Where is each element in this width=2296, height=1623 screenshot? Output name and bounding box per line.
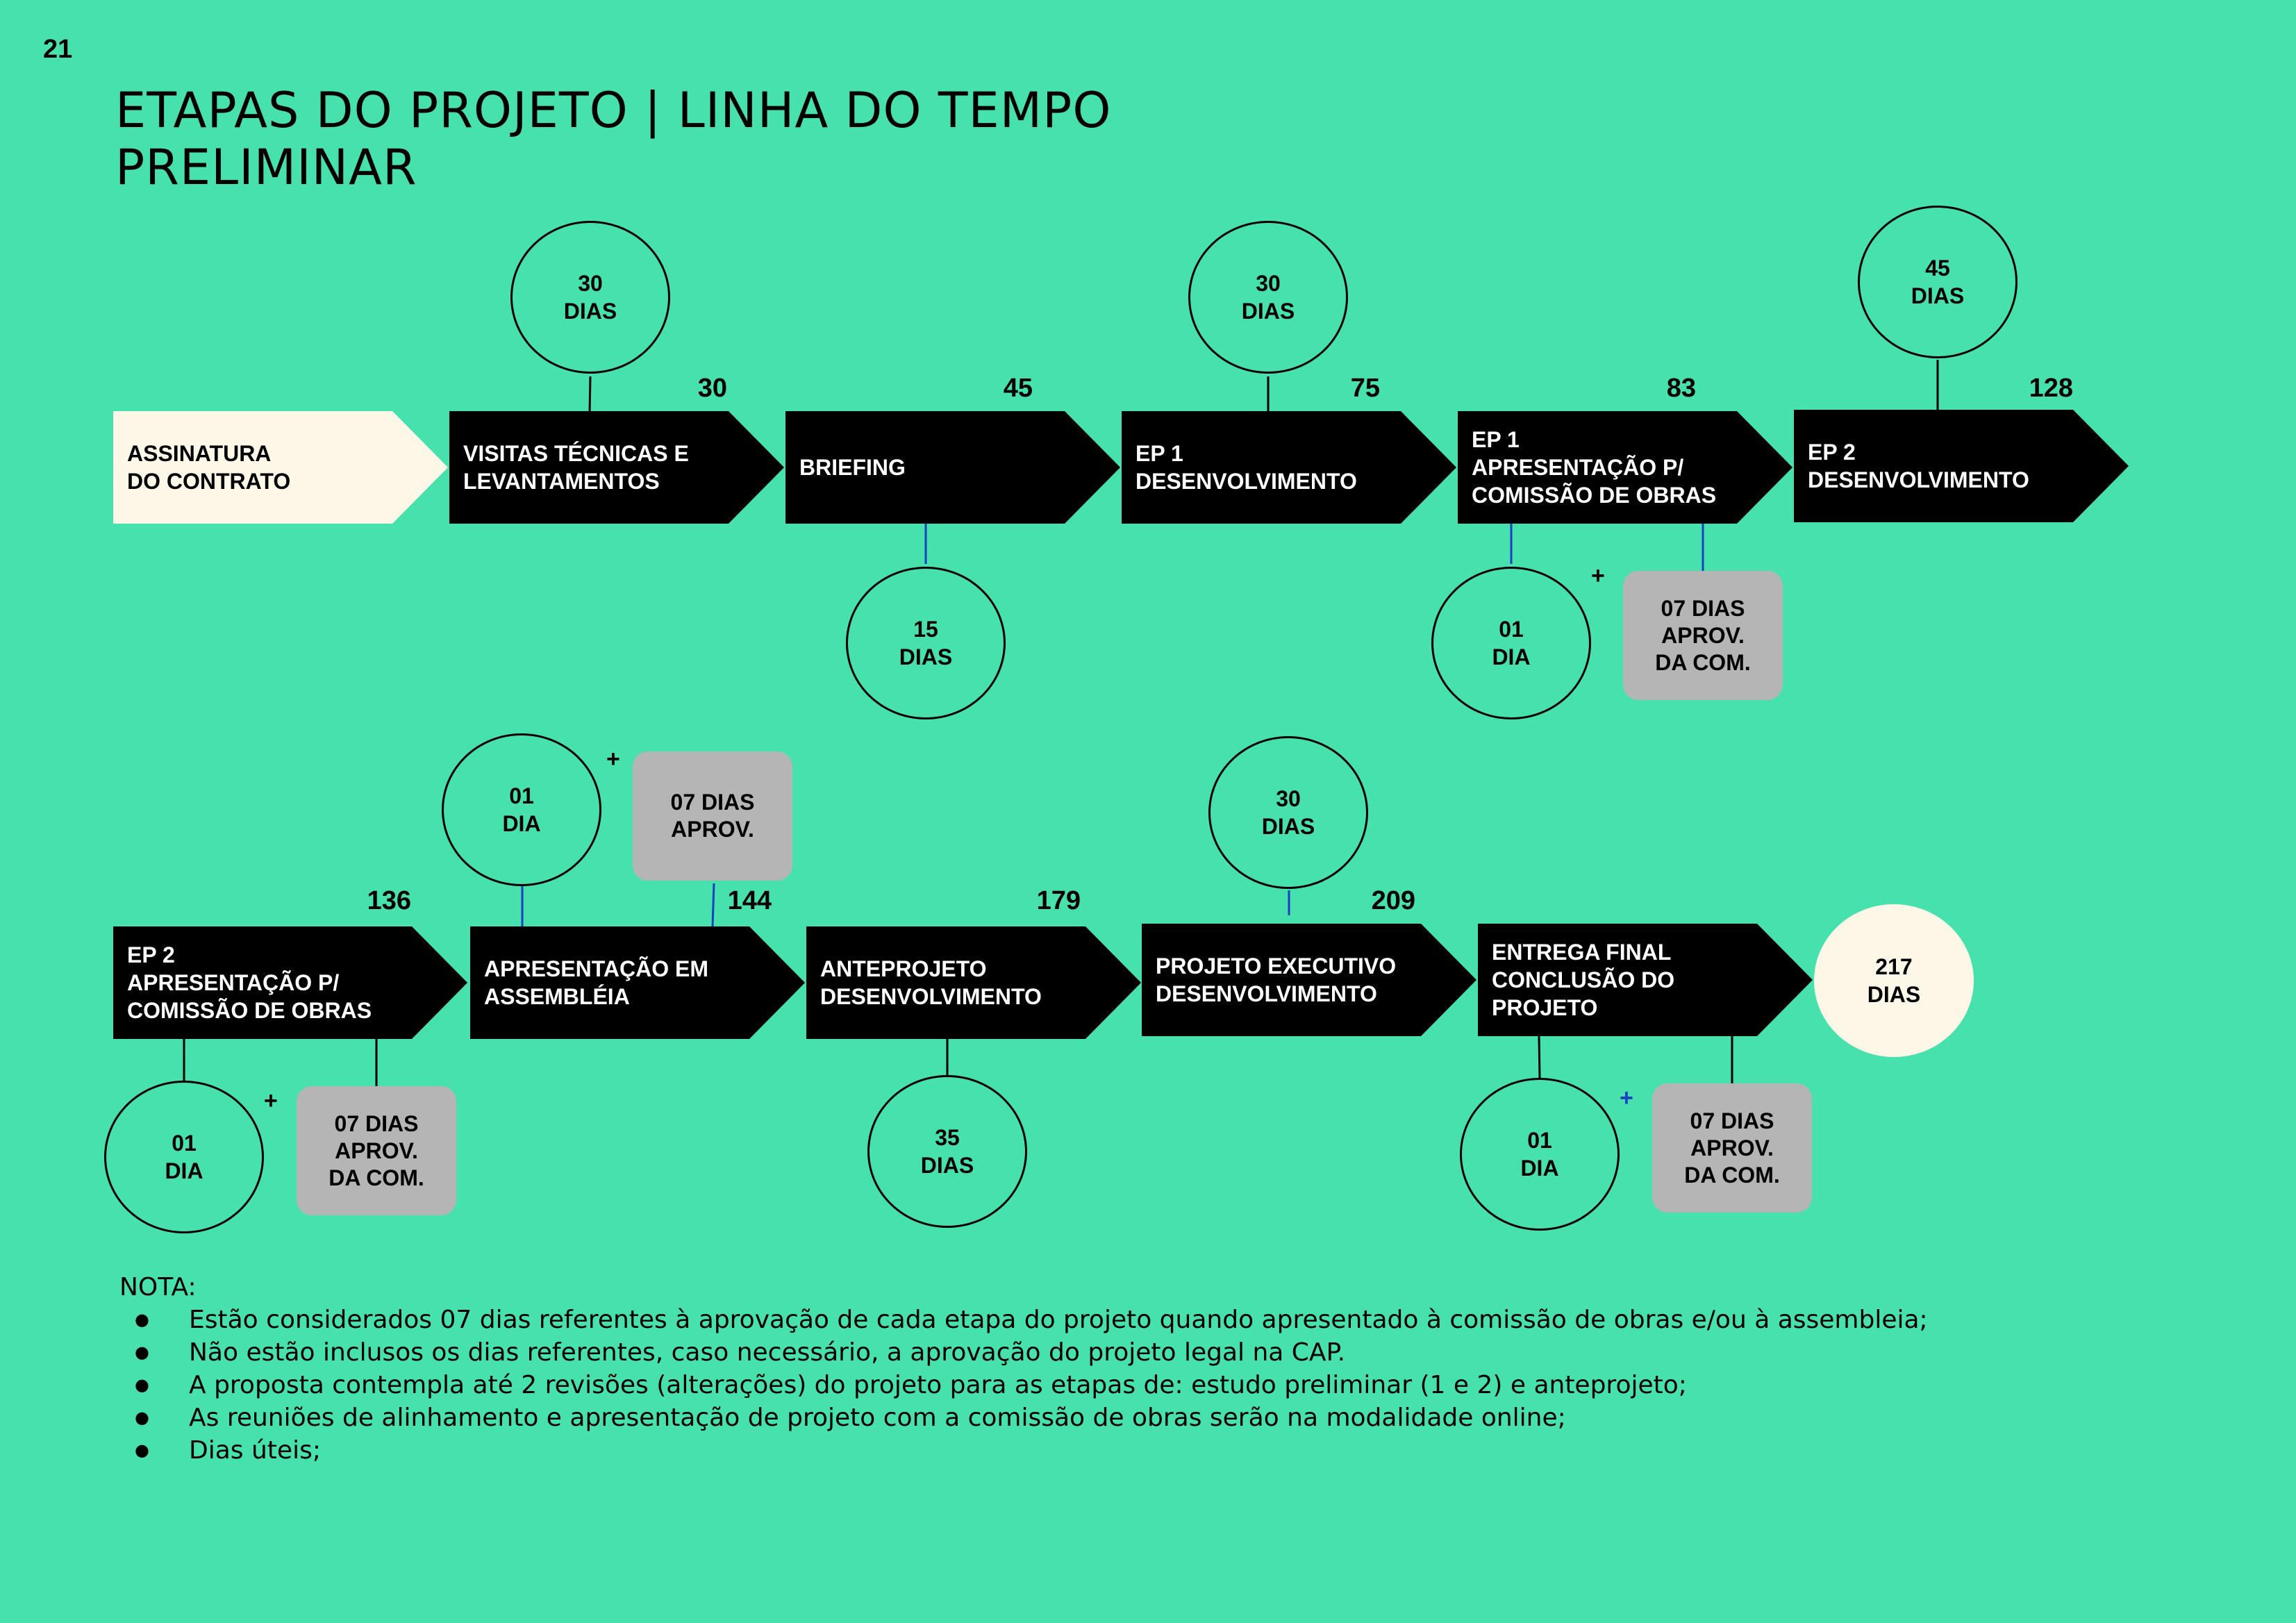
step-briefing: BRIEFING <box>785 411 1120 524</box>
step-ep2-apresentacao: EP 2 APRESENTAÇÃO P/ COMISSÃO DE OBRAS <box>113 926 467 1039</box>
step-label: EP 1 APRESENTAÇÃO P/ COMISSÃO DE OBRAS <box>1472 427 1717 508</box>
step-label: PROJETO EXECUTIVO DESENVOLVIMENTO <box>1156 954 1397 1006</box>
page-title: ETAPAS DO PROJETO | LINHA DO TEMPO PRELI… <box>115 82 1111 196</box>
title-line-1: ETAPAS DO PROJETO | LINHA DO TEMPO <box>115 82 1112 139</box>
step-label: ANTEPROJETO DESENVOLVIMENTO <box>820 956 1042 1009</box>
duration-circle: 30 DIAS <box>1208 736 1368 889</box>
duration-circle: 45 DIAS <box>1858 206 2018 358</box>
note-item: As reuniões de alinhamento e apresentaçã… <box>119 1401 2238 1434</box>
approval-box: 07 DIAS APROV. DA COM. <box>297 1086 456 1215</box>
cumulative-day-75: 75 <box>1350 374 1380 403</box>
duration-circle: 01 DIA <box>104 1081 264 1233</box>
step-label: BRIEFING <box>799 455 906 480</box>
plus-sign: + <box>264 1088 278 1114</box>
note-item: Estão considerados 07 dias referentes à … <box>119 1304 2238 1336</box>
approval-box: 07 DIAS APROV. <box>633 751 792 881</box>
duration-label: 01 DIA <box>502 783 541 836</box>
duration-circle: 30 DIAS <box>510 221 670 374</box>
step-label: APRESENTAÇÃO EM ASSEMBLÉIA <box>484 956 708 1009</box>
approval-label: 07 DIAS APROV. <box>670 790 755 842</box>
duration-circle: 01 DIA <box>1431 567 1591 719</box>
approval-box: 07 DIAS APROV. DA COM. <box>1652 1083 1812 1213</box>
note-item: Dias úteis; <box>119 1434 2238 1467</box>
step-projeto-executivo: PROJETO EXECUTIVO DESENVOLVIMENTO <box>1142 924 1476 1036</box>
cumulative-day-179: 179 <box>1036 886 1081 915</box>
step-label: ASSINATURA DO CONTRATO <box>127 441 291 494</box>
plus-sign: + <box>606 746 620 772</box>
total-days-label: 217 DIAS <box>1867 954 1921 1007</box>
step-label: VISITAS TÉCNICAS E LEVANTAMENTOS <box>463 441 689 494</box>
plus-sign: + <box>1591 563 1605 589</box>
step-visitas-tecnicas: VISITAS TÉCNICAS E LEVANTAMENTOS <box>449 411 784 524</box>
step-ep1-desenvolvimento: EP 1 DESENVOLVIMENTO <box>1122 411 1456 524</box>
duration-circle: 01 DIA <box>442 733 601 886</box>
cumulative-day-209: 209 <box>1371 886 1415 915</box>
step-apresentacao-assembleia: APRESENTAÇÃO EM ASSEMBLÉIA <box>470 926 805 1039</box>
notes-section: NOTA: Estão considerados 07 dias referen… <box>119 1271 2238 1467</box>
connector-line <box>1538 1035 1541 1079</box>
cumulative-day-128: 128 <box>2029 374 2073 403</box>
title-line-2: PRELIMINAR <box>115 139 417 196</box>
step-ep1-apresentacao: EP 1 APRESENTAÇÃO P/ COMISSÃO DE OBRAS <box>1458 411 1792 524</box>
note-item: A proposta contempla até 2 revisões (alt… <box>119 1369 2238 1401</box>
cumulative-day-144: 144 <box>727 886 772 915</box>
total-days-circle: 217 DIAS <box>1814 904 1974 1057</box>
cumulative-day-136: 136 <box>367 886 411 915</box>
plus-sign: + <box>1620 1085 1633 1111</box>
step-entrega-final: ENTREGA FINAL CONCLUSÃO DO PROJETO <box>1478 924 1813 1036</box>
duration-label: 01 DIA <box>1520 1128 1559 1181</box>
note-label: NOTA: <box>119 1273 197 1301</box>
duration-label: 01 DIA <box>165 1131 203 1183</box>
duration-label: 45 DIAS <box>1911 256 1965 308</box>
approval-label: 07 DIAS APROV. DA COM. <box>328 1110 424 1190</box>
cumulative-day-45: 45 <box>1003 374 1033 403</box>
step-ep2-desenvolvimento: EP 2 DESENVOLVIMENTO <box>1794 410 2129 522</box>
duration-label: 15 DIAS <box>899 617 953 669</box>
duration-label: 01 DIA <box>1492 617 1531 669</box>
duration-label: 30 DIAS <box>1241 271 1295 324</box>
note-item: Não estão inclusos os dias referentes, c… <box>119 1336 2238 1369</box>
cumulative-day-30: 30 <box>697 374 727 403</box>
approval-box: 07 DIAS APROV. DA COM. <box>1623 571 1783 700</box>
duration-label: 30 DIAS <box>1261 786 1315 839</box>
step-label: EP 2 APRESENTAÇÃO P/ COMISSÃO DE OBRAS <box>127 942 372 1023</box>
duration-label: 30 DIAS <box>563 271 617 324</box>
duration-label: 35 DIAS <box>920 1125 974 1178</box>
connector-line <box>711 883 715 927</box>
duration-circle: 15 DIAS <box>846 567 1006 719</box>
step-assinatura-contrato: ASSINATURA DO CONTRATO <box>113 411 448 524</box>
duration-circle: 01 DIA <box>1460 1078 1620 1231</box>
step-label: EP 1 DESENVOLVIMENTO <box>1135 441 1357 494</box>
cumulative-day-83: 83 <box>1666 374 1696 403</box>
page-number: 21 <box>43 35 73 64</box>
step-label: EP 2 DESENVOLVIMENTO <box>1808 440 2029 492</box>
approval-label: 07 DIAS APROV. DA COM. <box>1684 1108 1780 1188</box>
approval-label: 07 DIAS APROV. DA COM. <box>1655 595 1751 675</box>
step-anteprojeto: ANTEPROJETO DESENVOLVIMENTO <box>806 926 1141 1039</box>
duration-circle: 30 DIAS <box>1188 221 1348 374</box>
step-label: ENTREGA FINAL CONCLUSÃO DO PROJETO <box>1492 940 1675 1020</box>
note-list: Estão considerados 07 dias referentes à … <box>119 1304 2238 1467</box>
duration-circle: 35 DIAS <box>867 1075 1027 1228</box>
